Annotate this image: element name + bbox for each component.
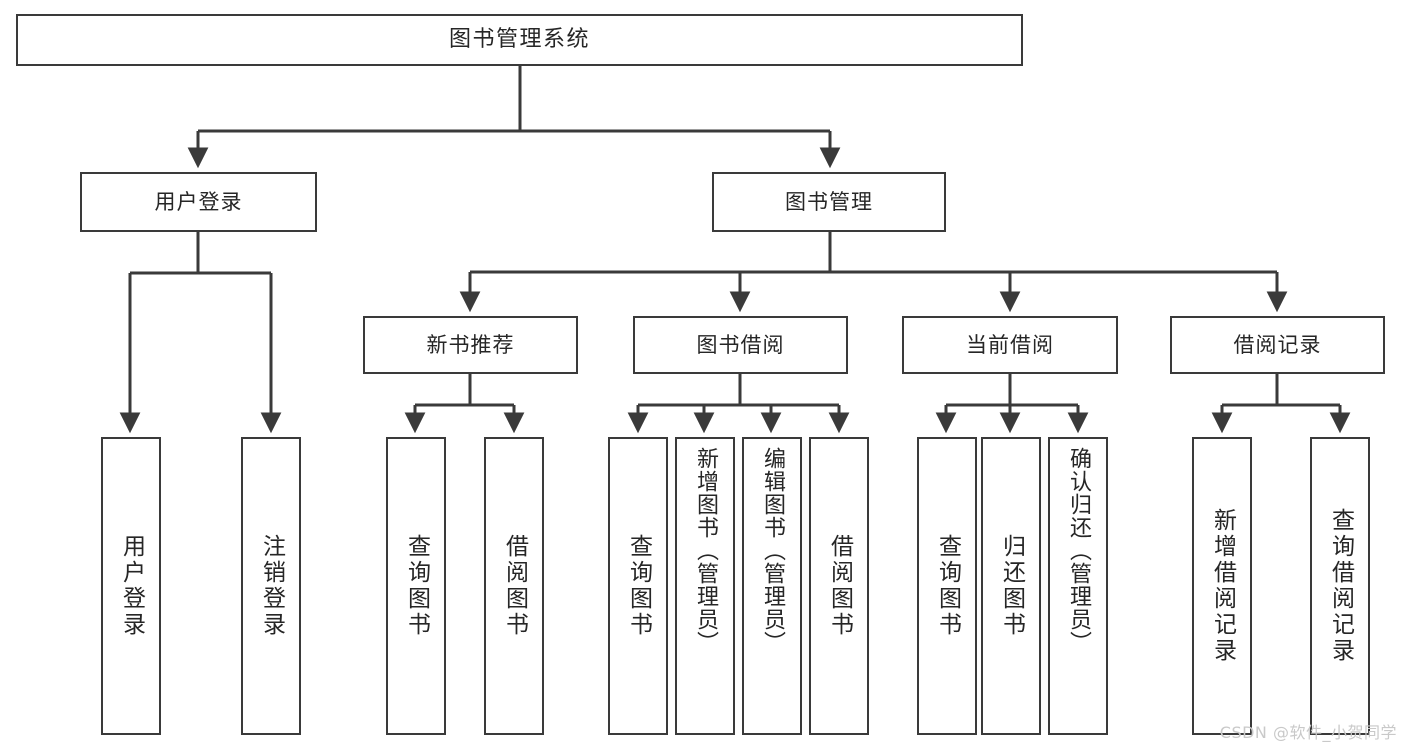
node-leaf-confirm-return-label: 确认归还（管理员） xyxy=(1066,447,1091,654)
node-leaf-query-record-label: 查询借阅记录 xyxy=(1327,508,1354,664)
node-leaf-return-book[interactable]: 归还图书 xyxy=(981,437,1041,735)
node-leaf-borrow-book-2-label: 借阅图书 xyxy=(826,534,853,638)
node-book-manage-label: 图书管理 xyxy=(785,189,873,214)
node-book-borrow[interactable]: 图书借阅 xyxy=(633,316,848,374)
node-leaf-edit-book[interactable]: 编辑图书（管理员） xyxy=(742,437,802,735)
node-leaf-return-book-label: 归还图书 xyxy=(998,534,1025,638)
node-leaf-user-login-label: 用户登录 xyxy=(118,534,145,638)
node-leaf-logout-login-label: 注销登录 xyxy=(258,534,285,638)
node-leaf-borrow-book-1[interactable]: 借阅图书 xyxy=(484,437,544,735)
node-root-label: 图书管理系统 xyxy=(448,27,590,53)
node-new-book-recommend[interactable]: 新书推荐 xyxy=(363,316,578,374)
node-borrow-record-label: 借阅记录 xyxy=(1233,332,1322,357)
node-book-borrow-label: 图书借阅 xyxy=(696,332,785,357)
node-new-book-recommend-label: 新书推荐 xyxy=(426,332,515,357)
node-leaf-add-book-label: 新增图书（管理员） xyxy=(693,447,718,654)
node-leaf-add-record-label: 新增借阅记录 xyxy=(1209,508,1236,664)
node-leaf-query-book-1[interactable]: 查询图书 xyxy=(386,437,446,735)
node-borrow-record[interactable]: 借阅记录 xyxy=(1170,316,1385,374)
node-user-login-label: 用户登录 xyxy=(154,189,243,214)
node-book-manage[interactable]: 图书管理 xyxy=(712,172,946,232)
node-leaf-edit-book-label: 编辑图书（管理员） xyxy=(760,447,785,654)
node-leaf-add-book[interactable]: 新增图书（管理员） xyxy=(675,437,735,735)
node-leaf-add-record[interactable]: 新增借阅记录 xyxy=(1192,437,1252,735)
node-leaf-query-record[interactable]: 查询借阅记录 xyxy=(1310,437,1370,735)
node-leaf-query-book-1-label: 查询图书 xyxy=(403,534,430,638)
node-leaf-borrow-book-1-label: 借阅图书 xyxy=(501,534,528,638)
node-leaf-borrow-book-2[interactable]: 借阅图书 xyxy=(809,437,869,735)
node-user-login[interactable]: 用户登录 xyxy=(80,172,317,232)
node-leaf-query-book-2[interactable]: 查询图书 xyxy=(608,437,668,735)
node-leaf-user-login[interactable]: 用户登录 xyxy=(101,437,161,735)
node-leaf-confirm-return[interactable]: 确认归还（管理员） xyxy=(1048,437,1108,735)
node-leaf-query-book-2-label: 查询图书 xyxy=(625,534,652,638)
node-current-borrow[interactable]: 当前借阅 xyxy=(902,316,1118,374)
node-leaf-query-book-3-label: 查询图书 xyxy=(934,534,961,638)
node-leaf-logout-login[interactable]: 注销登录 xyxy=(241,437,301,735)
node-leaf-query-book-3[interactable]: 查询图书 xyxy=(917,437,977,735)
node-root[interactable]: 图书管理系统 xyxy=(16,14,1023,66)
node-current-borrow-label: 当前借阅 xyxy=(966,332,1054,357)
